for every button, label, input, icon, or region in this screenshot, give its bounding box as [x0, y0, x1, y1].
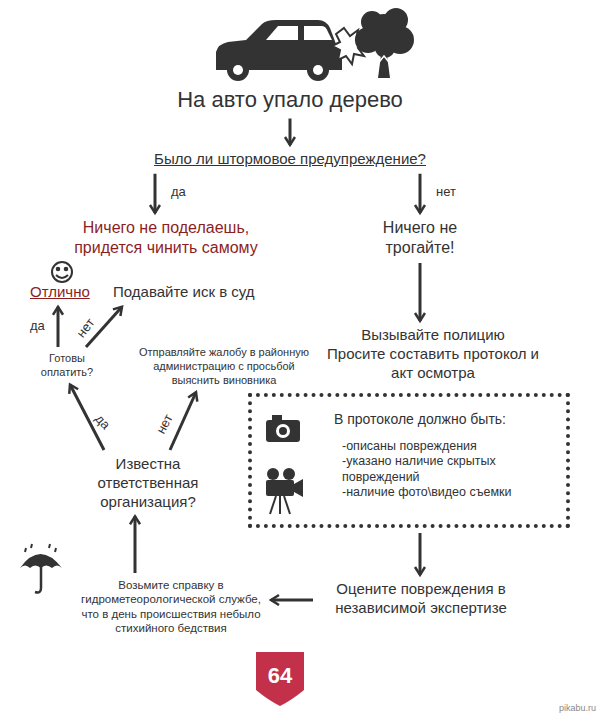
result-text: Ничего не поделаешь, придется чинить сам… — [60, 218, 272, 258]
process-text: Ничего не трогайте! — [362, 218, 478, 258]
edge-label: нет — [434, 185, 458, 199]
result-text: Отлично — [30, 283, 102, 302]
node-text: Подавайте иск в суд — [113, 283, 293, 302]
node-text: Вызывайте полицию — [324, 326, 542, 345]
node-text: Оцените повреждения в независимой экспер… — [318, 580, 524, 618]
flow-arrow — [419, 263, 422, 321]
flow-arrow — [134, 516, 137, 573]
flow-arrow — [419, 533, 422, 575]
node-text: Ничего не поделаешь, придется чинить сам… — [60, 218, 272, 258]
note-item: -наличие фото\видео съемки — [334, 485, 556, 501]
start-heading: На авто упало дерево — [140, 86, 440, 114]
car-illustration — [216, 20, 342, 81]
edge-label: да — [169, 185, 188, 199]
flow-arrow — [271, 599, 313, 602]
edge-label: да — [28, 319, 47, 333]
edge-label: нет — [153, 410, 177, 438]
flow-arrow — [419, 174, 422, 213]
process-text: Отправляйте жалобу в районную администра… — [130, 346, 318, 387]
decision-question: Известна ответственная организация? — [86, 455, 210, 511]
tree-illustration — [355, 8, 414, 78]
node-text: Отлично — [30, 283, 102, 302]
decision-question: Готовы оплатить? — [36, 352, 98, 380]
node-text: Готовы оплатить? — [36, 352, 98, 380]
note-item: -указано наличие скрытых повреждений — [334, 454, 556, 485]
node-text: Просите составить протокол и акт осмотра — [324, 345, 542, 383]
node-text: Отправляйте жалобу в районную администра… — [130, 346, 318, 387]
flow-arrow — [289, 119, 292, 146]
note-item: -описаны повреждения — [334, 439, 556, 455]
node-text: Известна ответственная организация? — [86, 455, 210, 511]
note-heading: В протоколе должно быть: — [334, 411, 556, 429]
process-text: Подавайте иск в суд — [113, 283, 293, 302]
logo-number: 64 — [262, 664, 298, 688]
node-text: Возьмите справку в гидрометеорологическо… — [76, 578, 266, 636]
video-camera-icon — [266, 468, 303, 514]
flow-arrow — [154, 174, 157, 213]
decision-question: Было ли штормовое предупреждение? — [130, 150, 450, 169]
smiley-icon — [52, 262, 72, 282]
node-text: Ничего не трогайте! — [362, 218, 478, 258]
edge-label: нет — [73, 314, 99, 342]
process-text: Возьмите справку в гидрометеорологическо… — [76, 578, 266, 636]
note-box: В протоколе должно быть: -описаны поврежд… — [248, 393, 570, 528]
watermark: pikabu.ru — [538, 704, 596, 714]
umbrella-icon — [20, 544, 62, 593]
logo-shield — [256, 652, 304, 706]
node-text: На авто упало дерево — [140, 86, 440, 114]
flow-arrow — [57, 307, 60, 347]
process-text: Оцените повреждения в независимой экспер… — [318, 580, 524, 618]
edge-label: да — [91, 411, 114, 435]
process-text: Вызывайте полициюПросите составить прото… — [324, 326, 542, 382]
node-text: Было ли штормовое предупреждение? — [130, 150, 450, 169]
camera-icon — [266, 415, 300, 442]
